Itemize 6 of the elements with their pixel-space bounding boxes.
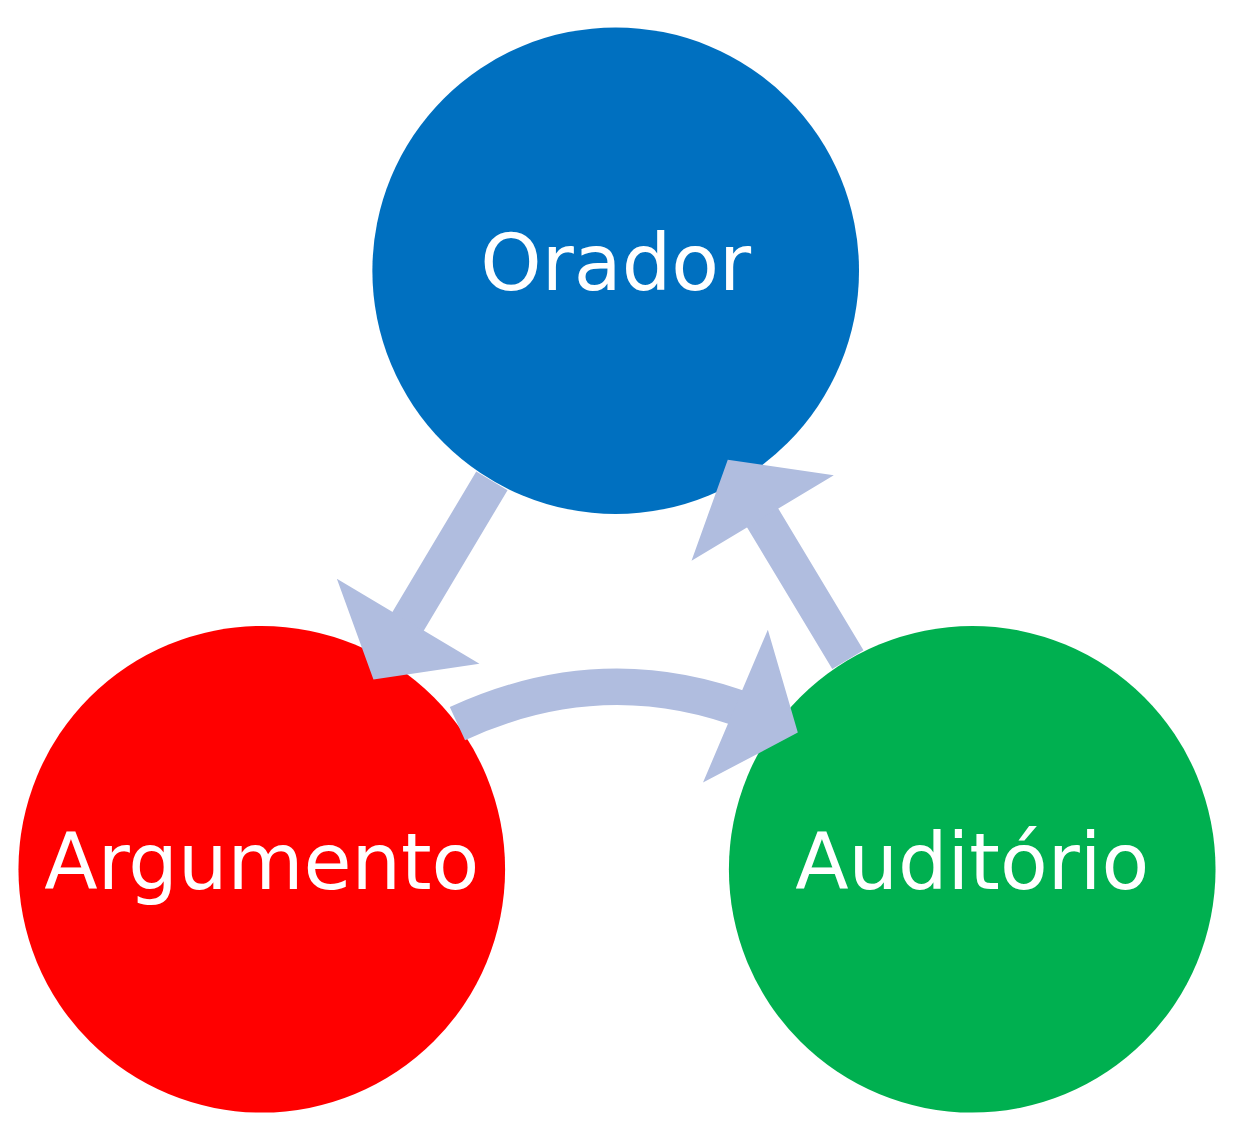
arrow <box>450 629 798 783</box>
node-circle: Auditório <box>728 625 1216 1113</box>
node-circle: Argumento <box>18 625 506 1113</box>
node-circle: Orador <box>372 27 859 515</box>
arrow <box>336 471 508 680</box>
arrow <box>691 459 864 670</box>
